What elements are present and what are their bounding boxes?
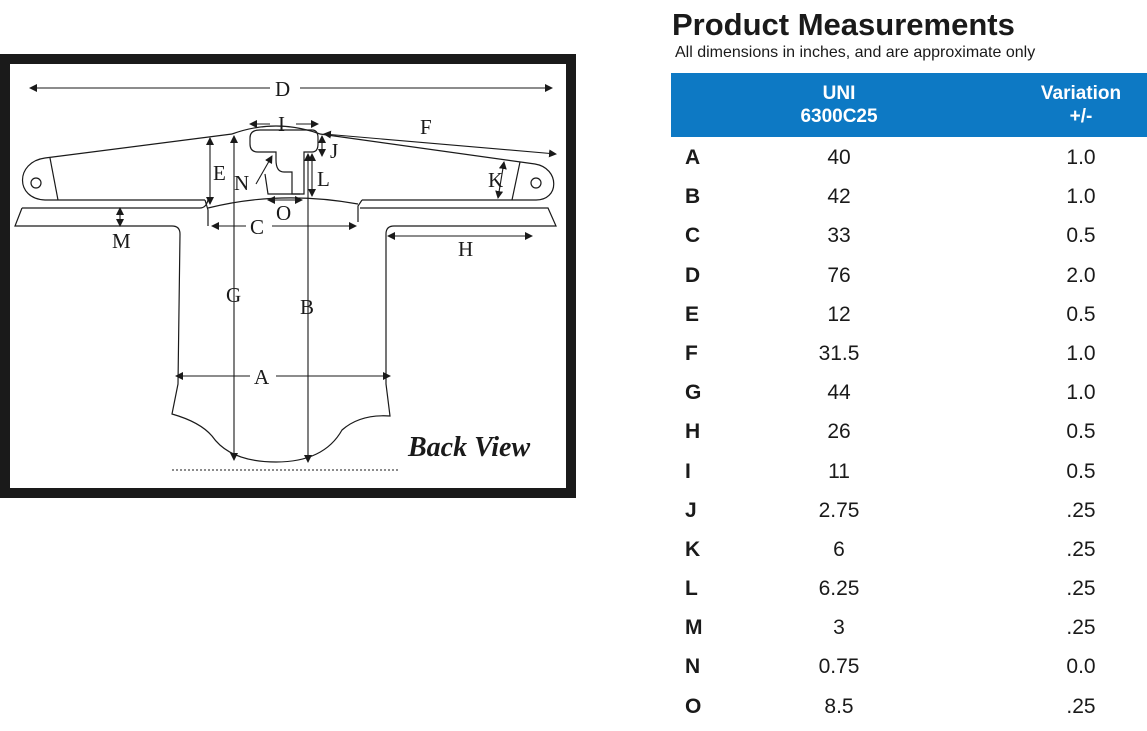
row-letter: D: [685, 263, 701, 287]
row-letter: C: [685, 224, 701, 248]
table-row: O 8.5 .25: [671, 687, 1147, 726]
row-uni: 0.75: [818, 655, 860, 679]
table-row: D 76 2.0: [671, 256, 1147, 295]
table-row: I 11 0.5: [671, 452, 1147, 491]
row-variation: 0.0: [1066, 655, 1096, 679]
header-variation-line2: +/-: [1069, 106, 1093, 127]
table-header: UNI 6300C25 Variation +/-: [671, 73, 1147, 137]
table-row: E 12 0.5: [671, 295, 1147, 334]
row-uni: 2.75: [818, 498, 860, 522]
row-variation: .25: [1066, 498, 1096, 522]
row-uni: 44: [827, 381, 851, 405]
row-uni: 8.5: [824, 694, 854, 718]
row-letter: N: [685, 655, 701, 679]
header-variation: Variation +/-: [1021, 82, 1141, 128]
row-letter: F: [685, 341, 698, 365]
table-row: F 31.5 1.0: [671, 334, 1147, 373]
label-f: F: [420, 115, 432, 139]
row-uni: 6.25: [818, 577, 860, 601]
row-uni: 12: [827, 302, 851, 326]
row-variation: 0.5: [1066, 224, 1096, 248]
label-n: N: [234, 171, 249, 195]
row-letter: O: [685, 694, 702, 718]
garment-diagram: D I F J E N L K O C M H G B A Back View: [0, 54, 576, 498]
row-variation: 0.5: [1066, 420, 1096, 444]
row-variation: .25: [1066, 694, 1096, 718]
header-variation-line1: Variation: [1040, 83, 1122, 104]
label-b: B: [300, 295, 314, 319]
label-h: H: [458, 237, 473, 261]
label-k: K: [488, 168, 503, 192]
row-uni: 31.5: [818, 341, 860, 365]
dimension-labels: D I F J E N L K O C M H G B A Back View: [112, 77, 530, 463]
row-letter: I: [685, 459, 691, 483]
row-variation: 0.5: [1066, 302, 1096, 326]
row-letter: A: [685, 146, 701, 169]
label-a: A: [254, 365, 270, 389]
row-letter: M: [685, 616, 703, 640]
measurement-table: A 40 1.0 B 42 1.0 C 33 0.5 D 76 2.0 E 12 0.5 F 31.5…: [671, 138, 1147, 726]
header-uni-line2: 6300C25: [800, 106, 878, 127]
page-subtitle: All dimensions in inches, and are approx…: [675, 44, 1036, 61]
table-row: C 33 0.5: [671, 216, 1147, 255]
table-row: B 42 1.0: [671, 177, 1147, 216]
table-row: K 6 .25: [671, 530, 1147, 569]
label-d: D: [275, 77, 290, 101]
table-row: N 0.75 0.0: [671, 647, 1147, 686]
label-e: E: [213, 161, 226, 185]
label-j: J: [330, 139, 338, 163]
row-letter: J: [685, 498, 697, 522]
table-row: J 2.75 .25: [671, 491, 1147, 530]
row-uni: 76: [827, 263, 851, 287]
back-view-caption: Back View: [407, 432, 530, 463]
row-variation: 1.0: [1066, 381, 1096, 405]
row-variation: .25: [1066, 537, 1096, 561]
row-variation: .25: [1066, 616, 1096, 640]
page-title: Product Measurements: [672, 7, 1015, 42]
row-letter: L: [685, 577, 698, 601]
label-l: L: [317, 167, 330, 191]
row-uni: 42: [827, 185, 851, 209]
header-uni-line1: UNI: [822, 83, 856, 104]
header-uni: UNI 6300C25: [759, 82, 919, 128]
row-variation: 1.0: [1066, 341, 1096, 365]
label-m: M: [112, 229, 131, 253]
label-c: C: [250, 215, 264, 239]
row-variation: .25: [1066, 577, 1096, 601]
row-variation: 1.0: [1066, 146, 1096, 169]
table-row: H 26 0.5: [671, 412, 1147, 451]
table-row: L 6.25 .25: [671, 569, 1147, 608]
row-uni: 11: [828, 459, 850, 483]
table-row: A 40 1.0: [671, 138, 1147, 177]
row-letter: K: [685, 537, 701, 561]
row-uni: 26: [827, 420, 851, 444]
label-i: I: [278, 112, 285, 136]
row-uni: 40: [827, 146, 851, 169]
row-variation: 2.0: [1066, 263, 1096, 287]
row-letter: E: [685, 302, 700, 326]
dimension-lines: [29, 84, 557, 463]
row-variation: 0.5: [1066, 459, 1096, 483]
row-letter: G: [685, 381, 702, 405]
row-letter: B: [685, 185, 701, 209]
row-uni: 33: [827, 224, 851, 248]
table-row: M 3 .25: [671, 608, 1147, 647]
row-uni: 3: [833, 616, 845, 640]
label-g: G: [226, 283, 241, 307]
row-letter: H: [685, 420, 701, 444]
table-row: G 44 1.0: [671, 373, 1147, 412]
row-variation: 1.0: [1066, 185, 1096, 209]
label-o: O: [276, 201, 291, 225]
row-uni: 6: [833, 537, 845, 561]
